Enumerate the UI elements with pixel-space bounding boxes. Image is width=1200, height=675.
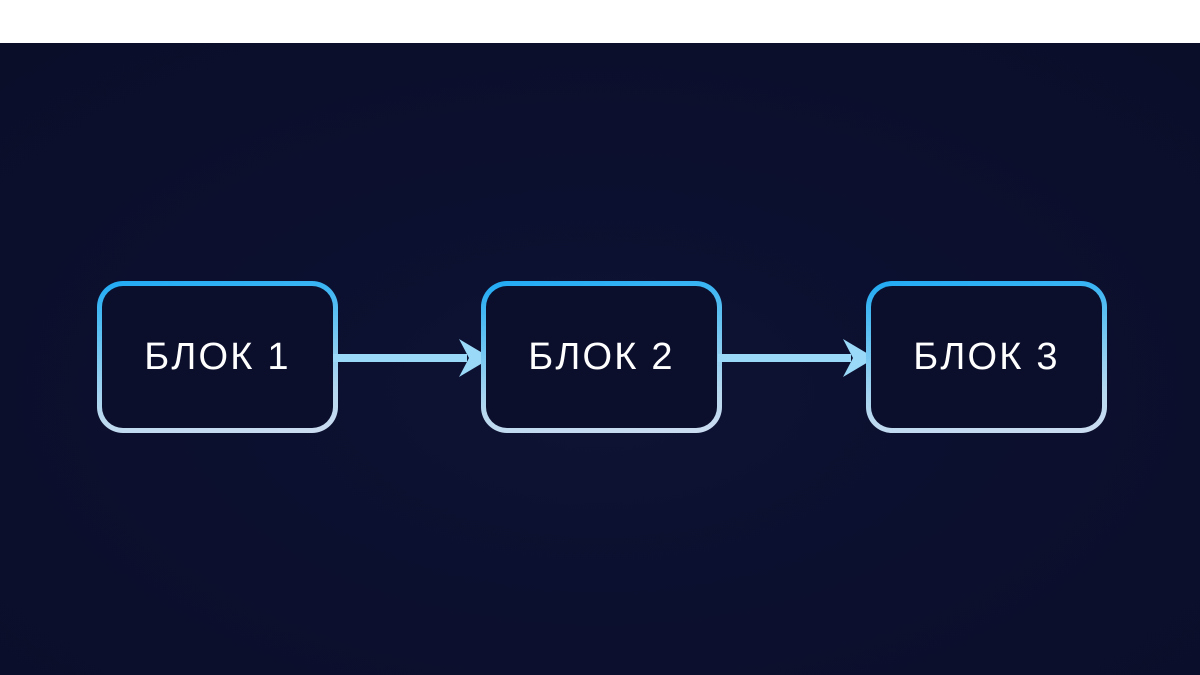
arrow-glyph [718, 339, 875, 377]
flow-node-inner: БЛОК 1 [102, 286, 333, 428]
flow-node-block-1[interactable]: БЛОК 1 [97, 281, 338, 433]
flow-node-inner: БЛОК 2 [486, 286, 717, 428]
flow-node-label: БЛОК 1 [144, 335, 291, 378]
flow-node-label: БЛОК 2 [528, 335, 675, 378]
flow-node-block-3[interactable]: БЛОК 3 [866, 281, 1107, 433]
flow-connector-arrow-2 [718, 335, 875, 381]
arrow-glyph [333, 339, 491, 377]
flow-node-label: БЛОК 3 [913, 335, 1060, 378]
top-white-band [0, 0, 1200, 43]
flow-node-inner: БЛОК 3 [871, 286, 1102, 428]
flow-connector-arrow-1 [333, 335, 491, 381]
flow-node-block-2[interactable]: БЛОК 2 [481, 281, 722, 433]
